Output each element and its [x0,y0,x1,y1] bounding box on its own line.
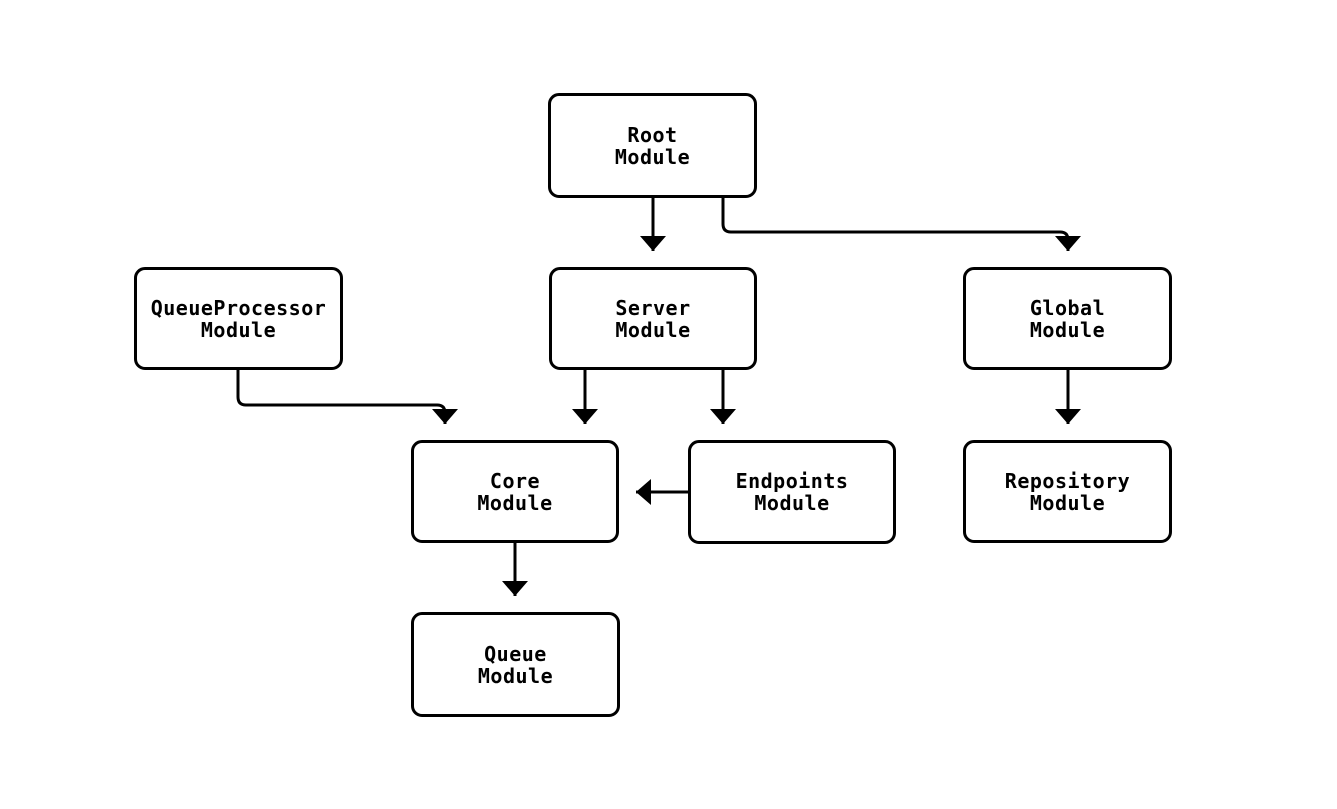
edge-queueprocessor-to-core [236,370,458,424]
node-root-module: Root Module [548,93,757,198]
node-endpoints-module: Endpoints Module [688,440,896,544]
node-queue-module: Queue Module [411,612,620,717]
edge-root-to-global [721,198,1081,251]
node-global-module-label: Global Module [1029,295,1106,342]
node-server-module: Server Module [549,267,757,370]
node-queue-module-label: Queue Module [477,641,554,688]
node-core-module: Core Module [411,440,619,543]
node-core-module-label: Core Module [477,468,553,515]
node-queueprocessor-module-label: QueueProcessor Module [150,295,327,342]
node-repository-module: Repository Module [963,440,1172,543]
node-endpoints-module-label: Endpoints Module [735,469,849,515]
node-root-module-label: Root Module [614,122,691,169]
node-queueprocessor-module: QueueProcessor Module [134,267,343,370]
node-global-module: Global Module [963,267,1172,370]
node-repository-module-label: Repository Module [1004,468,1131,515]
node-server-module-label: Server Module [615,295,691,342]
